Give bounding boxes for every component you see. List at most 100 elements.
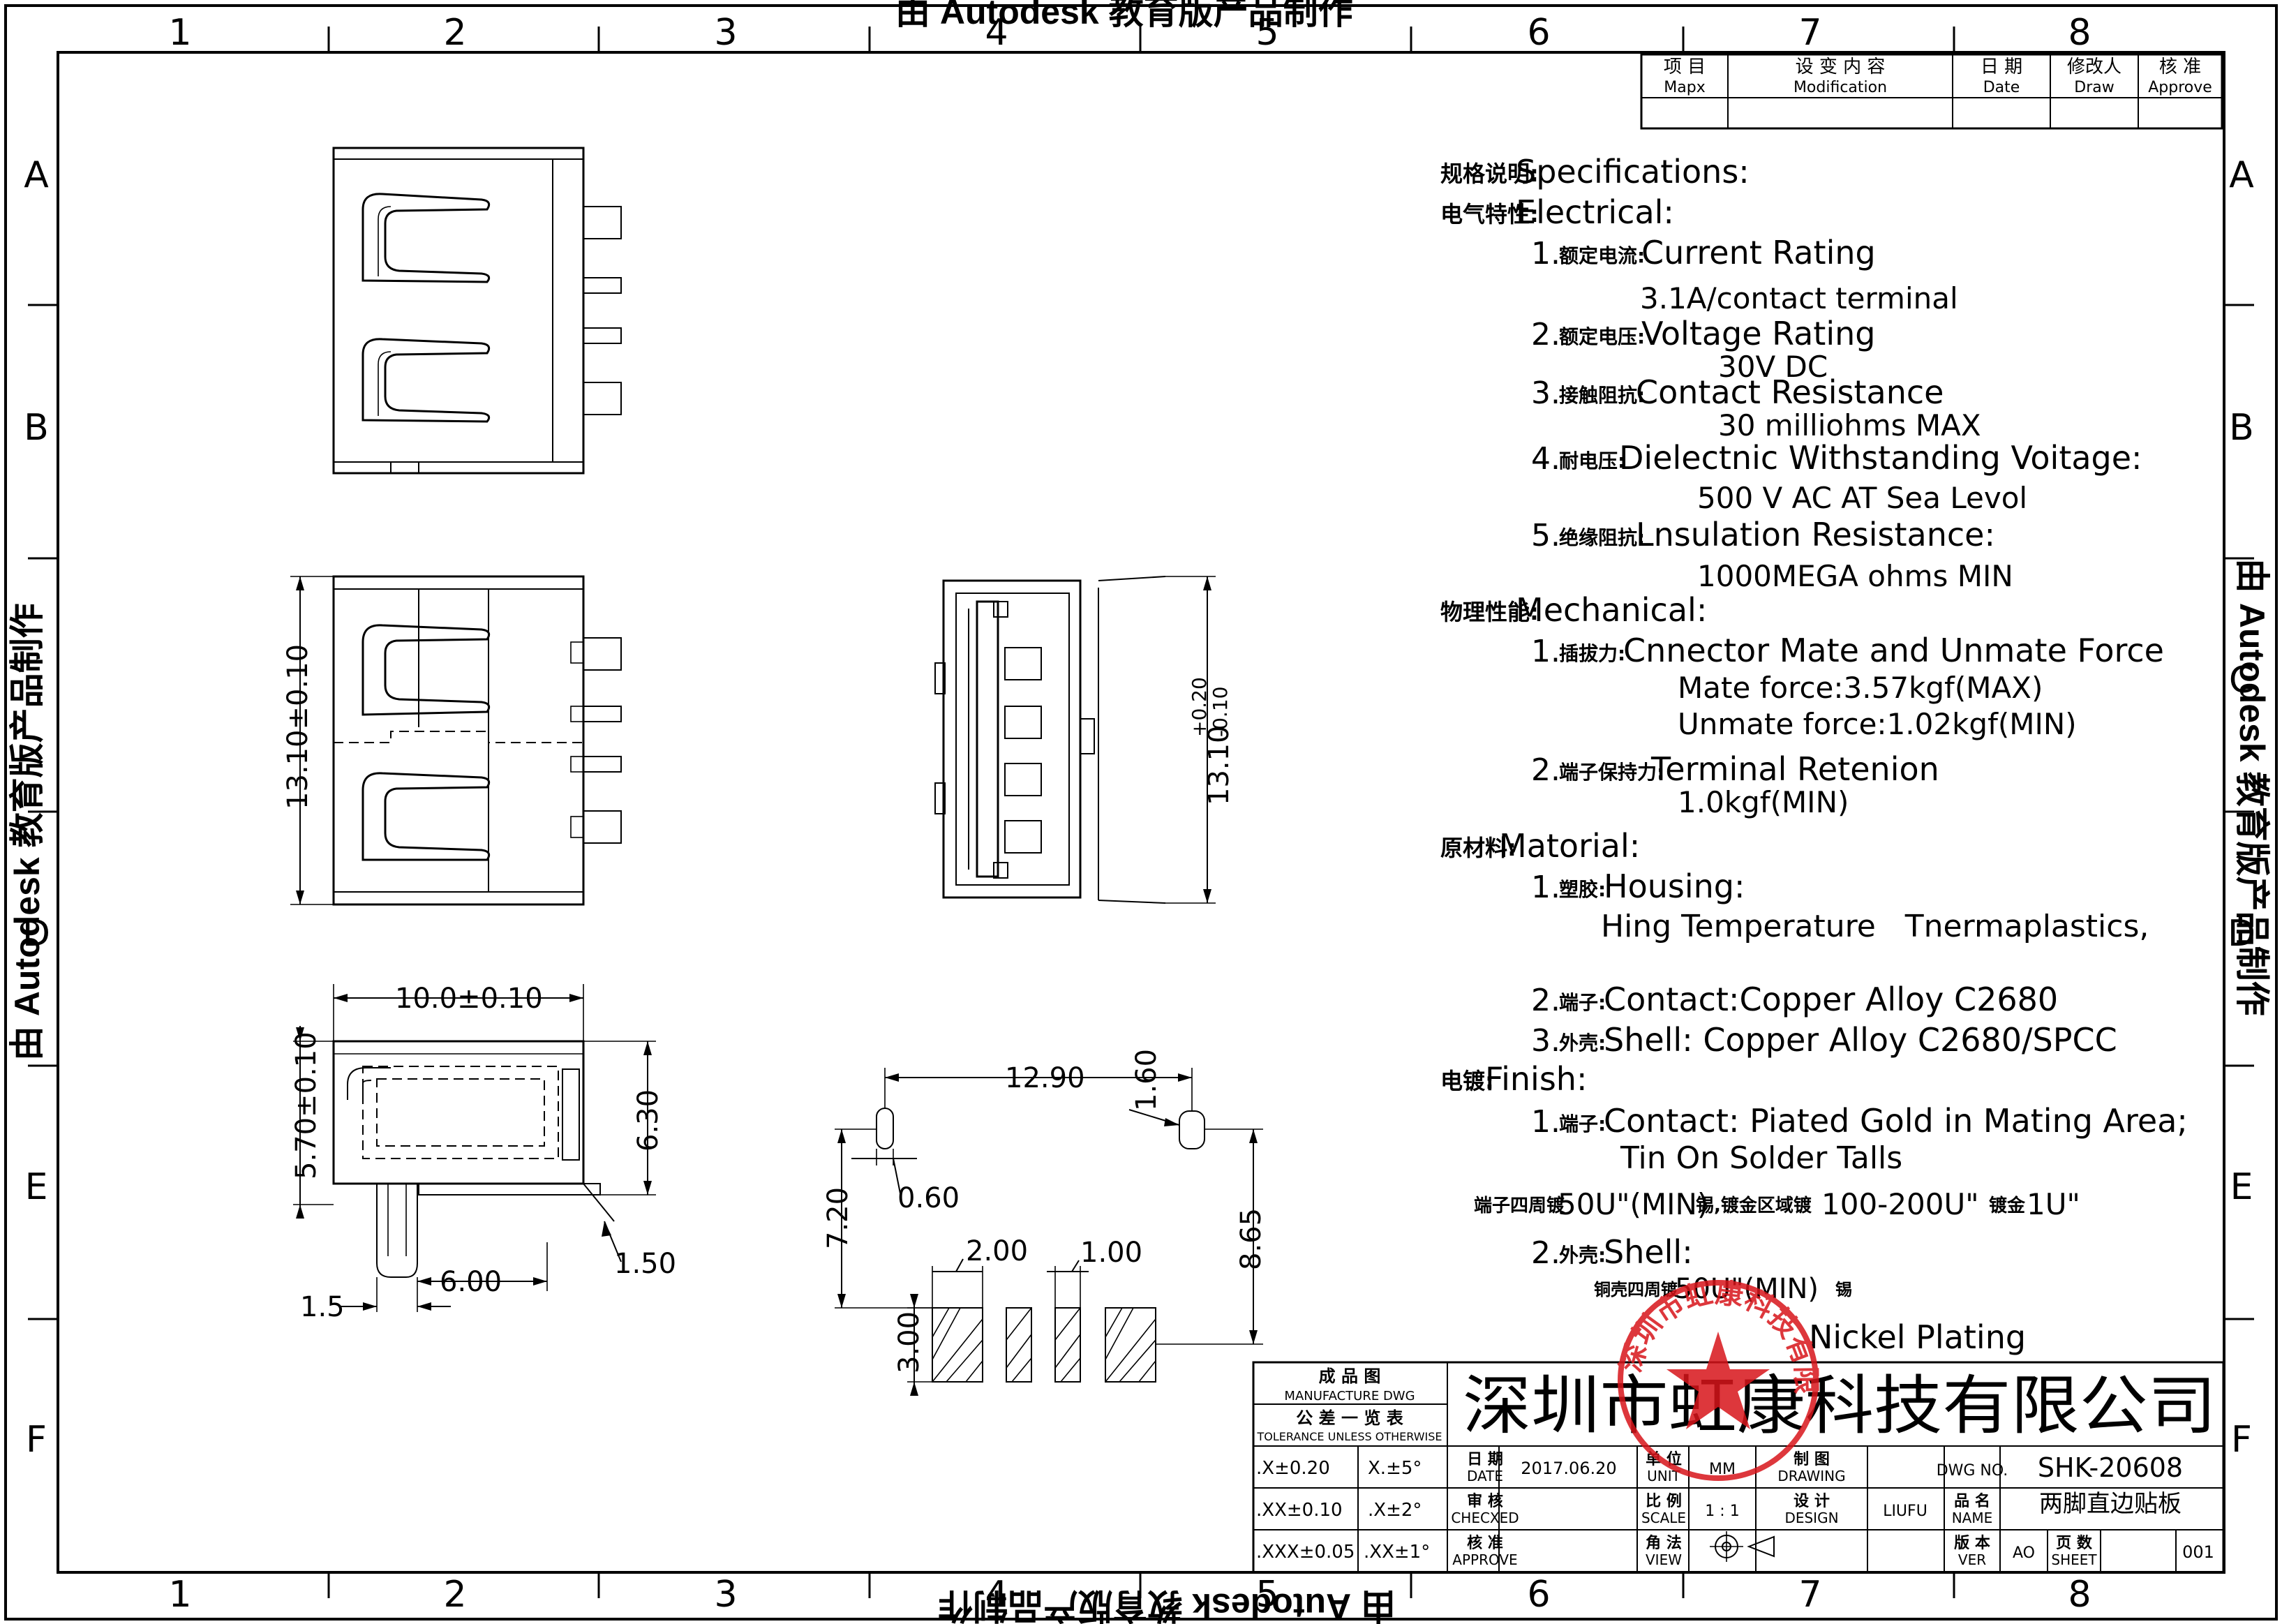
col-label: 5 (1255, 1574, 1278, 1616)
spec-unmate-value: Unmate force:1.02kgf(MIN) (1678, 707, 2077, 741)
tb-date-value: 2017.06.20 (1521, 1459, 1616, 1478)
spec-item-num: 3. (1531, 1023, 1560, 1059)
spec-mate-force: Cnnector Mate and Unmate Force (1623, 632, 2164, 669)
spec-item-cn: 插拔力: (1559, 642, 1625, 665)
rev-header-approve-en: Approve (2148, 79, 2212, 96)
tb-design-value: LIUFU (1883, 1503, 1927, 1520)
rev-header-draw-en: Draw (2074, 79, 2114, 96)
dim-pitch: 6.00 (440, 1266, 502, 1298)
top-view (332, 147, 622, 475)
col-label: 6 (1527, 1574, 1550, 1616)
spec-shell-finish: Shell: (1604, 1233, 1693, 1271)
specifications-block: 规格说明: Specifications: 电气特性: Electrical: … (1440, 153, 2188, 1356)
tb-scale-en: SCALE (1641, 1510, 1686, 1526)
spec-item-num: 2. (1531, 1235, 1560, 1271)
tb-mfg-en: MANUFACTURE DWG (1284, 1389, 1415, 1403)
spec-contact-resistance: Contact Resistance (1636, 373, 1944, 411)
row-label: F (26, 1419, 47, 1461)
dim-front-height: 13.10 (1203, 725, 1235, 805)
spec-item-cn: 额定电流: (1559, 244, 1645, 267)
tb-ver-value: AO (2013, 1544, 2035, 1562)
spec-elec-en: Electrical: (1516, 193, 1674, 231)
spec-item-cn: 塑胶: (1559, 878, 1606, 901)
tb-tol-row: .XX±1° (1364, 1542, 1430, 1563)
spec-note-value: 50U"(MIN) (1558, 1187, 1708, 1221)
dim-side-height: 13.10±0.10 (282, 644, 314, 810)
spec-title-cn: 规格说明: (1440, 161, 1539, 187)
tb-name-en: NAME (1952, 1510, 1993, 1526)
tb-sheet-en: SHEET (2051, 1551, 2097, 1568)
pad-mid-right (1054, 1307, 1081, 1383)
dim-left-height: 5.70±0.10 (290, 1031, 322, 1179)
spec-item-num: 3. (1531, 375, 1560, 411)
spec-item-cn: 耐电压: (1559, 449, 1625, 472)
spec-insulation-value: 1000MEGA ohms MIN (1697, 559, 2013, 593)
projection-symbol-icon (1710, 1531, 1775, 1562)
row-label: B (2229, 407, 2254, 449)
pad-right (1105, 1307, 1156, 1383)
spec-fin-en: Finish: (1485, 1060, 1587, 1098)
tb-mfg-cn: 成 品 图 (1319, 1366, 1381, 1386)
spec-voltage-value: 30V DC (1718, 350, 1828, 384)
tb-tol-row: .X±0.20 (1256, 1458, 1330, 1479)
spec-shell-material: Shell: Copper Alloy C2680/SPCC (1604, 1021, 2117, 1059)
tb-date-en: DATE (1467, 1468, 1503, 1484)
zone-column-labels: 1 2 3 4 5 6 7 8 1 2 3 4 5 6 7 8 (168, 12, 2091, 1616)
tb-company-name: 深圳市虹康科技有限公司 (1463, 1369, 2216, 1443)
side-view: 13.10±0.10 (282, 575, 622, 906)
col-label: 3 (714, 1574, 737, 1616)
dim-slot-width: 1.60 (1131, 1049, 1163, 1111)
row-label: A (24, 154, 49, 196)
tb-tol-en: TOLERANCE UNLESS OTHERWISE (1256, 1430, 1442, 1443)
rev-header-item-cn: 项 目 (1664, 57, 1706, 77)
spec-mat-en: Matorial: (1499, 827, 1640, 865)
spec-note-cn: 端子四周镀 (1474, 1195, 1565, 1216)
spec-item-cn: 端子保持力: (1559, 761, 1664, 784)
tb-drawing-en: DRAWING (1777, 1468, 1845, 1484)
rev-header-item-en: Mapx (1664, 79, 1705, 96)
row-label: E (25, 1166, 48, 1208)
zone-row-labels: A B D E F A B C D E F (22, 154, 2255, 1461)
spec-mate-value: Mate force:3.57kgf(MAX) (1678, 671, 2043, 705)
tb-check-en: CHECXED (1451, 1510, 1519, 1526)
spec-note-cn: 锡 (1835, 1280, 1852, 1299)
rev-header-mod-en: Modification (1793, 79, 1887, 96)
spec-item-num: 1. (1531, 236, 1560, 271)
spec-mech-en: Mechanical: (1516, 591, 1707, 629)
tb-approve-cn: 核 准 (1467, 1534, 1503, 1552)
spec-contact-material: Contact:Copper Alloy C2680 (1604, 981, 2058, 1018)
dim-pin-width: 1.50 (614, 1248, 676, 1280)
rev-header-date-en: Date (1983, 79, 2020, 96)
tb-tol-row: .X±2° (1368, 1500, 1422, 1521)
spec-resistance-value: 30 milliohms MAX (1718, 408, 1981, 442)
spec-retention-value: 1.0kgf(MIN) (1678, 785, 1849, 819)
spec-item-cn: 端子: (1559, 991, 1606, 1014)
col-label: 4 (985, 1574, 1008, 1616)
row-label: D (2228, 913, 2255, 955)
row-label: D (22, 913, 50, 955)
watermark-top: 由 Autodesk 教育版产品制作 (895, 0, 1353, 31)
tb-dwgno-value: SHK-20608 (2038, 1452, 2183, 1483)
watermark-bottom: 由 Autodesk 教育版产品制作 (938, 1586, 1396, 1624)
row-label: C (2229, 660, 2254, 701)
rev-header-date-cn: 日 期 (1981, 57, 2022, 77)
spec-item-cn: 端子: (1559, 1112, 1606, 1135)
col-label: 8 (2068, 12, 2091, 54)
tb-name-value: 两脚直边贴板 (2039, 1490, 2182, 1518)
spec-note-cn: 镀金 (1989, 1195, 2026, 1216)
spec-title-en: Specifications: (1516, 153, 1750, 191)
spec-item-num: 1. (1531, 870, 1560, 905)
tb-date-cn: 日 期 (1467, 1451, 1503, 1468)
spec-item-num: 2. (1531, 983, 1560, 1018)
spec-fin-cn: 电镀: (1440, 1068, 1494, 1094)
tb-scale-cn: 比 例 (1646, 1493, 1682, 1510)
col-label: 2 (443, 1574, 466, 1616)
tb-sheet-value: 001 (2182, 1542, 2214, 1562)
tb-tol-row: .XXX±0.05 (1256, 1542, 1355, 1563)
spec-item-num: 1. (1531, 1104, 1560, 1140)
pad-left (932, 1307, 983, 1383)
tb-tol-row: .XX±0.10 (1256, 1500, 1343, 1521)
col-label: 6 (1527, 12, 1550, 54)
rev-header-mod-cn: 设 变 内 容 (1796, 57, 1886, 77)
spec-note-value: 1U" (2027, 1187, 2080, 1221)
